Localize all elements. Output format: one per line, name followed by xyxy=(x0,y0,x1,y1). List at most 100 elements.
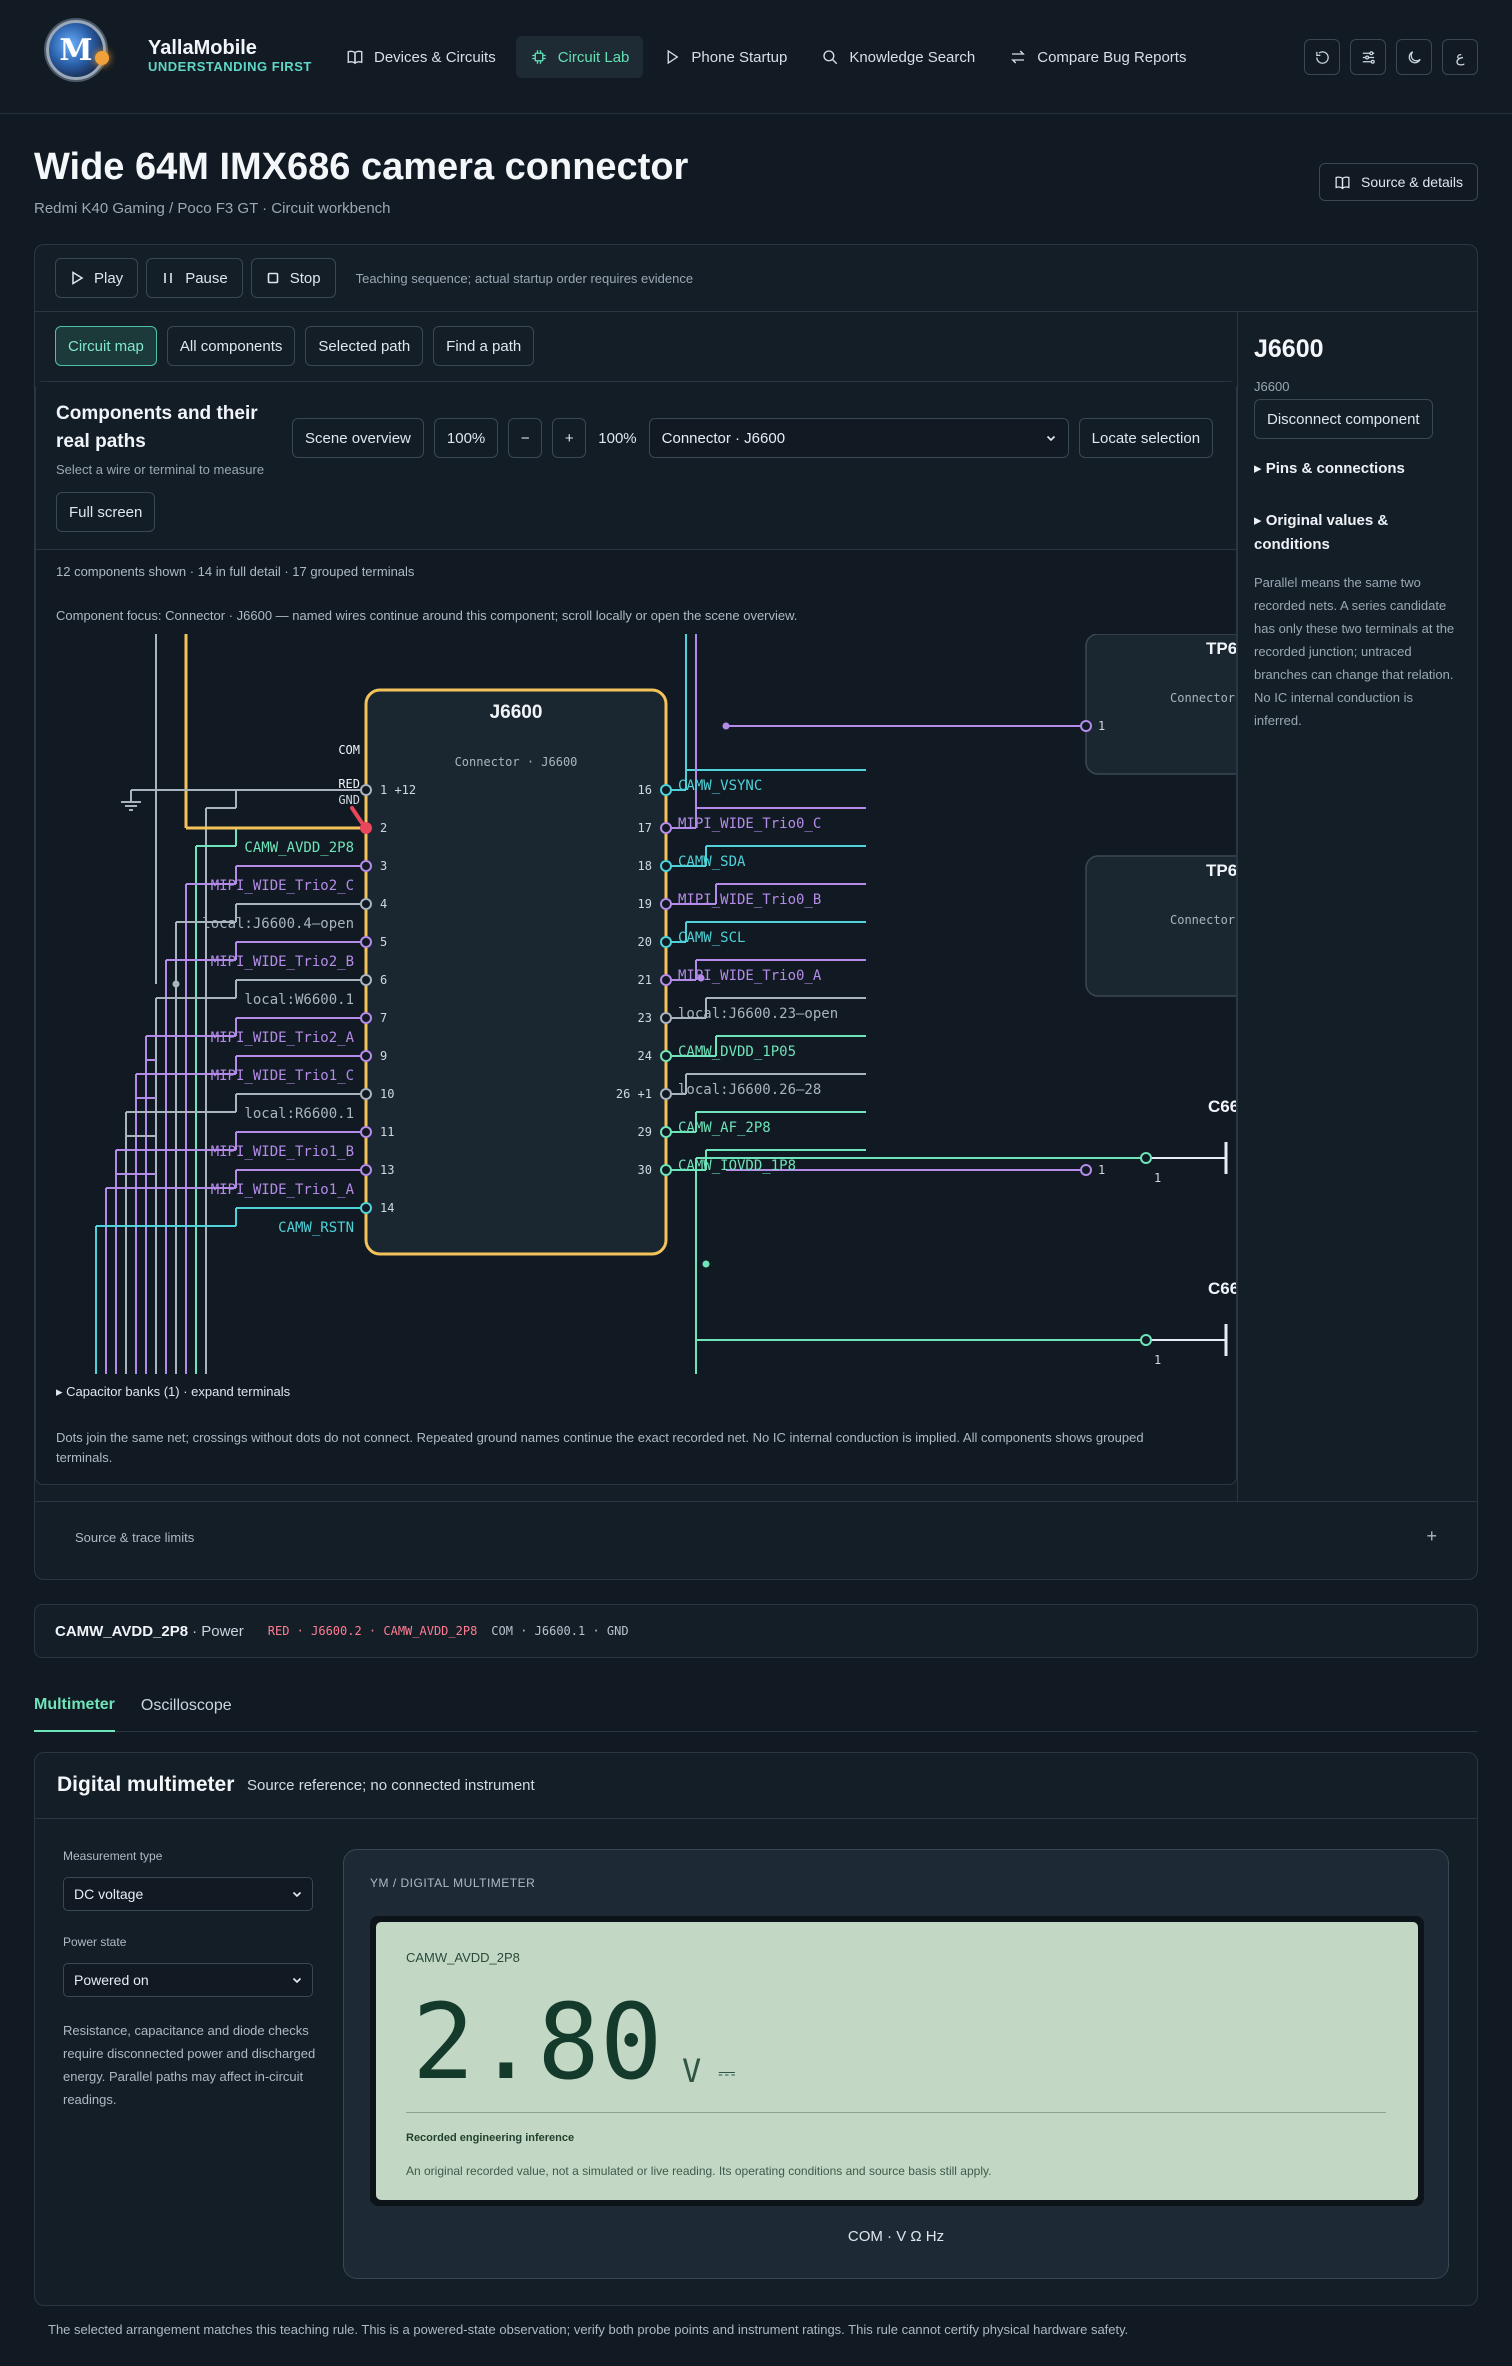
tab-multimeter[interactable]: Multimeter xyxy=(34,1680,115,1732)
bottom-note: The selected arrangement matches this te… xyxy=(48,2322,1129,2337)
tab-all-components[interactable]: All components xyxy=(166,326,296,366)
terminal-pin-17 xyxy=(660,822,672,834)
probe-gnd-label: GND xyxy=(338,793,360,807)
tab-circuit-map[interactable]: Circuit map xyxy=(55,326,157,366)
terminal-pin-26 xyxy=(660,1088,672,1100)
pins-section-label: Pins & connections xyxy=(1265,460,1405,477)
scene-overview-button[interactable]: Scene overview xyxy=(292,418,424,458)
net-label: CAMW_IOVDD_1P8 xyxy=(678,1158,796,1174)
terminal-pin-29 xyxy=(660,1126,672,1138)
nav-label: Knowledge Search xyxy=(849,48,976,66)
junction-dot xyxy=(697,974,705,982)
logo-spark-icon xyxy=(95,51,109,65)
play-button[interactable]: Play xyxy=(55,258,139,298)
nav-circuit-lab[interactable]: Circuit Lab xyxy=(515,36,644,78)
probe-com-label: COM xyxy=(338,743,360,757)
multimeter-title: Digital multimeter xyxy=(57,1773,235,1796)
language-button[interactable]: ع xyxy=(1442,39,1478,75)
zoom-level: 100% xyxy=(598,429,637,447)
capacitor-banks-toggle[interactable]: ▸ Capacitor banks (1) · expand terminals xyxy=(56,1384,291,1399)
nav-compare-bug-reports[interactable]: Compare Bug Reports xyxy=(995,36,1200,78)
pin-number: 21 xyxy=(638,973,652,987)
capacitor-terminal xyxy=(1140,1334,1152,1346)
capacitor-pin: 1 xyxy=(1154,1171,1161,1185)
pause-label: Pause xyxy=(185,269,228,287)
pin-number: 29 xyxy=(638,1125,652,1139)
chevron-down-icon xyxy=(292,1977,302,1984)
test-point-name: TP6 xyxy=(1206,639,1236,658)
source-trace-limits-row[interactable]: Source & trace limits + xyxy=(35,1501,1477,1581)
logo-letter: M xyxy=(59,32,93,68)
net-label: MIPI_WIDE_Trio0_C xyxy=(678,816,821,832)
power-state-label: Power state xyxy=(63,1935,127,1949)
brand-logo[interactable]: M xyxy=(46,20,109,80)
nav-devices-circuits[interactable]: Devices & Circuits xyxy=(332,36,510,78)
map-stats: 12 components shown · 14 in full detail … xyxy=(56,564,415,579)
component-test-point xyxy=(1085,634,1236,775)
measurement-type-value: DC voltage xyxy=(74,1886,144,1902)
expand-plus-icon[interactable]: + xyxy=(1426,1526,1437,1546)
nav-label: Devices & Circuits xyxy=(374,48,496,66)
source-details-button[interactable]: Source & details xyxy=(1319,163,1478,201)
net-name: CAMW_AVDD_2P8 xyxy=(55,1622,189,1640)
tab-selected-path[interactable]: Selected path xyxy=(305,326,424,366)
pin-number: 30 xyxy=(638,1163,652,1177)
test-point-type: Connector xyxy=(1170,691,1235,705)
terminal-pin-23 xyxy=(660,1012,672,1024)
pause-button[interactable]: Pause xyxy=(146,258,243,298)
pin-number: 24 xyxy=(638,1049,652,1063)
pin-number: 2 xyxy=(380,821,387,835)
brand-tagline: UNDERSTANDING FIRST xyxy=(148,59,312,74)
original-values-toggle[interactable]: ▸ Original values & conditions xyxy=(1254,512,1389,553)
stop-icon xyxy=(267,272,279,284)
component-side-panel: J6600 J6600 Disconnect component ▸ Pins … xyxy=(1237,311,1477,1501)
pin-number: 6 xyxy=(380,973,387,987)
pin-number: 11 xyxy=(380,1125,394,1139)
test-point-type: Connector xyxy=(1170,913,1235,927)
net-label: CAMW_RSTN xyxy=(278,1220,354,1236)
nav-knowledge-search[interactable]: Knowledge Search xyxy=(807,36,989,78)
brand-name: YallaMobile xyxy=(148,37,257,59)
pins-connections-toggle[interactable]: ▸ Pins & connections xyxy=(1254,460,1405,477)
values-section-label: Original values & conditions xyxy=(1254,512,1389,553)
tab-find-path[interactable]: Find a path xyxy=(433,326,535,366)
fullscreen-button[interactable]: Full screen xyxy=(56,492,156,532)
junction-dot xyxy=(172,980,180,988)
map-footnote: Dots join the same net; crossings withou… xyxy=(56,1430,1144,1465)
play-icon xyxy=(72,271,84,285)
net-label: MIPI_WIDE_Trio1_B xyxy=(211,1144,354,1160)
reading-kind: Recorded engineering inference xyxy=(406,2132,575,2144)
multimeter-source: Source reference; no connected instrumen… xyxy=(247,1777,535,1794)
settings-button[interactable] xyxy=(1350,39,1386,75)
component-select[interactable]: Connector · J6600 xyxy=(648,418,1069,458)
theme-toggle-button[interactable] xyxy=(1396,39,1432,75)
nav-label: Circuit Lab xyxy=(557,48,630,66)
disconnect-component-button[interactable]: Disconnect component xyxy=(1254,399,1433,439)
terminal-pin-16 xyxy=(660,784,672,796)
terminal-pin-20 xyxy=(660,936,672,948)
net-label: CAMW_AVDD_2P8 xyxy=(244,840,354,856)
lcd-divider xyxy=(406,2112,1386,2113)
play-icon xyxy=(667,49,679,65)
stop-button[interactable]: Stop xyxy=(250,258,336,298)
pin-number: 26 +1 xyxy=(616,1087,652,1101)
terminal-pin-30 xyxy=(660,1164,672,1176)
tab-oscilloscope[interactable]: Oscilloscope xyxy=(140,1697,232,1714)
reset-button[interactable] xyxy=(1304,39,1340,75)
instrument-tabs: Multimeter Oscilloscope xyxy=(34,1680,1478,1732)
locate-selection-button[interactable]: Locate selection xyxy=(1078,418,1214,458)
zoom-reset-button[interactable]: 100% xyxy=(433,418,499,458)
zoom-in-button[interactable]: + xyxy=(552,418,587,458)
nav-phone-startup[interactable]: Phone Startup xyxy=(649,36,801,78)
zoom-out-button[interactable]: − xyxy=(508,418,543,458)
power-state-select[interactable]: Powered on xyxy=(63,1963,313,1997)
net-label: MIPI_WIDE_Trio2_C xyxy=(211,878,354,894)
net-label: CAMW_DVDD_1P05 xyxy=(678,1044,796,1060)
multimeter-header: Digital multimeter Source reference; no … xyxy=(35,1753,1477,1819)
net-label: CAMW_SCL xyxy=(678,930,745,946)
measurement-type-select[interactable]: DC voltage xyxy=(63,1877,313,1911)
chip-icon xyxy=(531,50,546,64)
net-label: CAMW_SDA xyxy=(678,854,746,870)
terminal-pin-3 xyxy=(360,860,372,872)
